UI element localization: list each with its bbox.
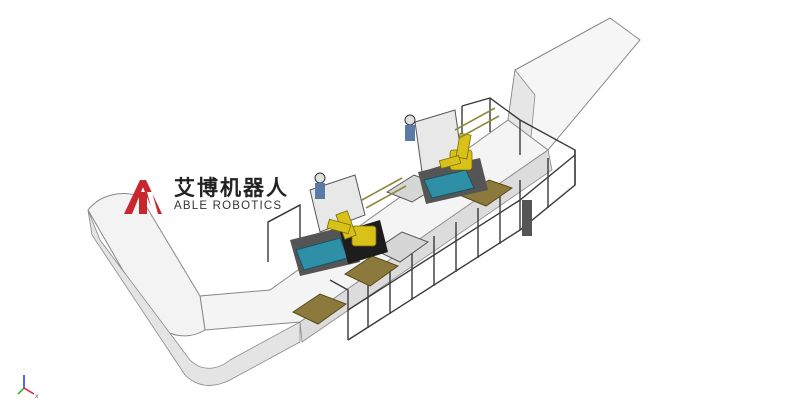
brand-logo: 艾博机器人 ABLE ROBOTICS <box>122 172 292 220</box>
robot-cell-2 <box>404 109 488 204</box>
robot-cell-1 <box>290 172 388 276</box>
able-logo-icon <box>124 180 162 214</box>
brand-name-en: ABLE ROBOTICS <box>174 200 283 212</box>
brand-name-cn: 艾博机器人 <box>174 176 289 200</box>
safety-fence <box>267 97 576 341</box>
fence-gate <box>522 200 532 236</box>
fixture-rails <box>361 107 500 209</box>
svg-text:x: x <box>35 393 39 400</box>
axes-triad-icon: x <box>17 375 39 400</box>
